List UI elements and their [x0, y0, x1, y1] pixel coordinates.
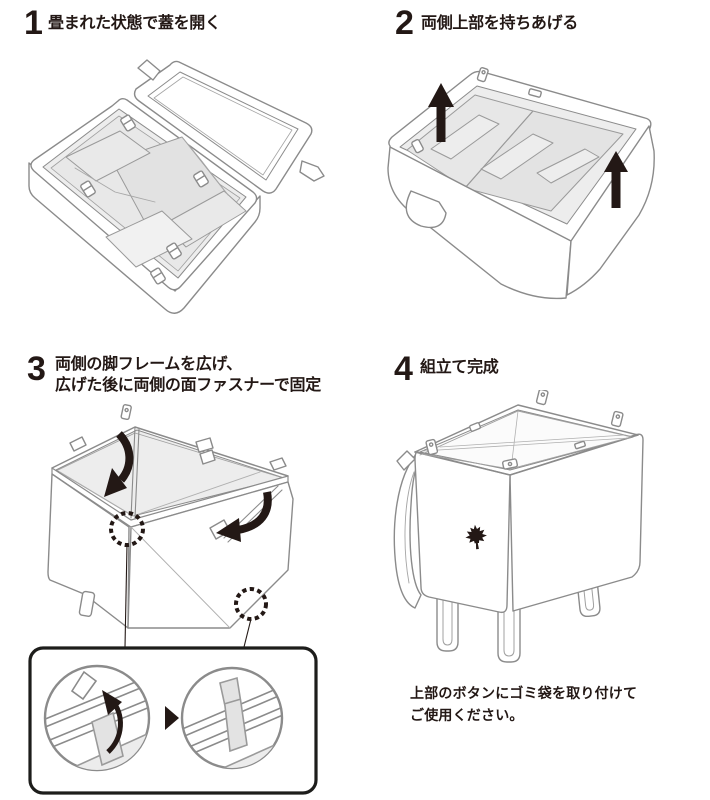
curved-arrow-icon [216, 491, 272, 542]
step-1-title: 畳まれた状態で蓋を開く [48, 15, 221, 32]
maple-leaf-icon [465, 524, 487, 550]
up-arrow-icon [604, 151, 628, 208]
step-2-number: 2 [395, 4, 414, 42]
curved-arrow-icon [102, 690, 123, 754]
step-3-title-line2: 広げた後に両側の面ファスナーで固定 [55, 377, 321, 394]
illustration-step2-lift-sides [387, 67, 655, 300]
illustration-step1-open-lid [28, 59, 325, 314]
up-arrow-icon [428, 83, 454, 142]
illustration-step3-spread-frames [28, 404, 318, 795]
bag-button-tab [535, 390, 549, 406]
hanging-lid [393, 452, 422, 609]
step-2-title: 両側上部を持ちあげる [421, 15, 579, 32]
usage-note-line1: 上部のボタンにゴミ袋を取り付けて [410, 685, 638, 701]
curved-arrow-icon [104, 431, 134, 497]
lid-strap [299, 160, 325, 182]
next-step-triangle-icon [165, 706, 179, 730]
illustration-step4-complete [393, 390, 644, 663]
step-3-number: 3 [27, 350, 46, 388]
step-4-title: 組立て完成 [420, 359, 499, 376]
step-3-title-line1: 両側の脚フレームを広げ、 [55, 356, 242, 373]
lid-strap [137, 59, 161, 81]
usage-note-line2: ご使用ください。 [410, 707, 524, 723]
usage-note: 上部のボタンにゴミ袋を取り付けて ご使用ください。 [410, 682, 637, 726]
bag-button-tab [425, 438, 439, 456]
lid [133, 60, 313, 194]
step-4-number: 4 [394, 350, 413, 388]
step-1-number: 1 [24, 4, 43, 42]
bag-button-tab [610, 410, 624, 428]
